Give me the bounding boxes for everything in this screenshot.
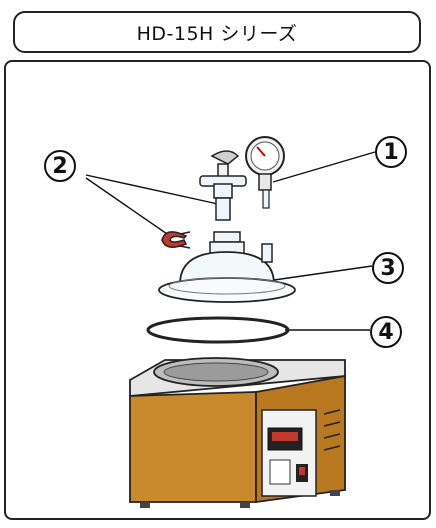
vacuum-oven-body [130, 358, 345, 508]
joint-clip [162, 232, 190, 248]
vacuum-gauge [246, 137, 284, 208]
o-ring [148, 318, 288, 342]
stopcock-valve [200, 151, 246, 220]
callout-4: 4 [370, 316, 402, 348]
callout-3: 3 [372, 252, 404, 284]
leader-2a [86, 175, 218, 204]
leader-1 [273, 152, 375, 182]
leader-2b [86, 178, 170, 236]
callout-2: 2 [44, 150, 76, 182]
callout-1: 1 [375, 136, 407, 168]
leader-3 [260, 266, 372, 282]
